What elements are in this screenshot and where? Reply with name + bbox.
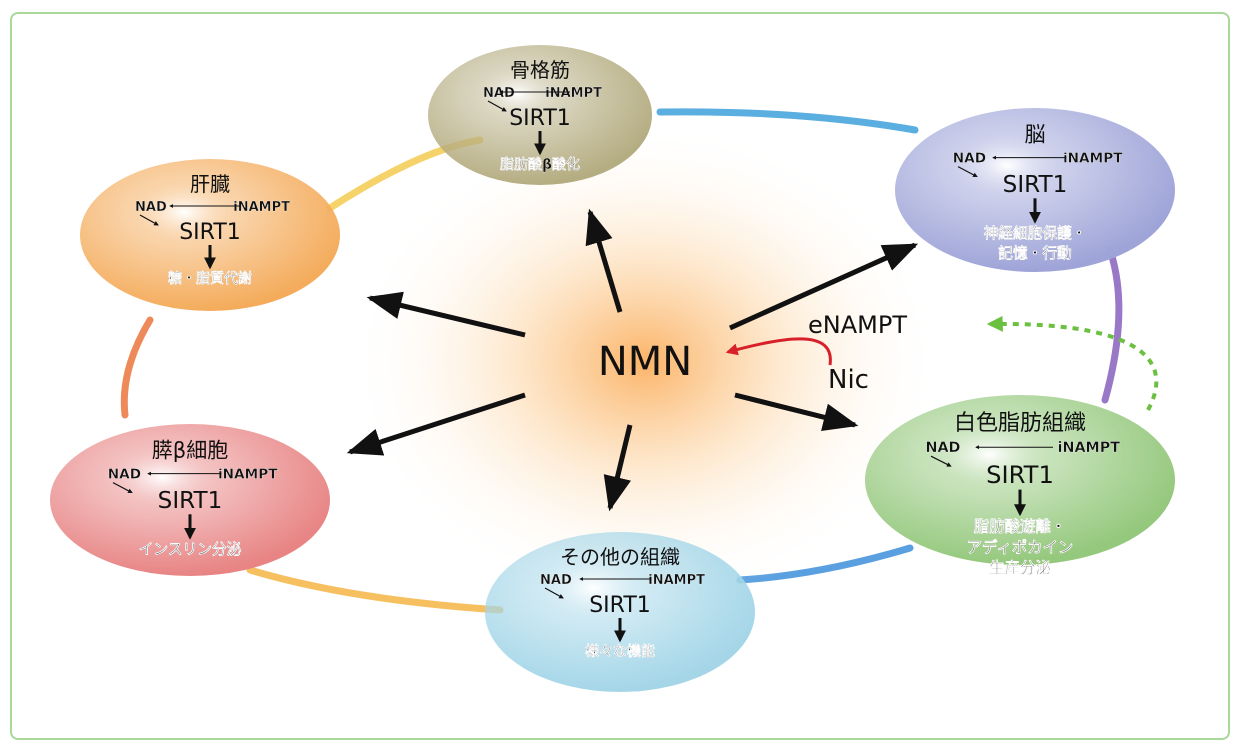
tissue-ellipse — [485, 532, 755, 692]
nmn-to-tissue-arrow — [603, 424, 633, 512]
tissue-ellipse — [895, 108, 1175, 272]
tissue-node-skeletal-muscle: 骨格筋 NAD iNAMPT SIRT1 脂肪酸β酸化 — [428, 45, 652, 185]
ring-segment — [120, 316, 154, 419]
tissue-title: その他の組織 — [560, 545, 680, 569]
effect-label: 糖・脂質代謝 — [168, 270, 252, 287]
ring-segment — [1101, 246, 1123, 404]
inampt-label: iNAMPT — [1063, 151, 1123, 167]
effect-label: 脂肪酸遊離・ — [974, 516, 1066, 535]
sirt1-label: SIRT1 — [158, 488, 223, 514]
nad-to-sirt1-arrow — [544, 587, 564, 599]
tissue-title: 脳 — [1025, 123, 1046, 147]
enampt-label: eNAMPT — [808, 311, 907, 339]
inampt-label: iNAMPT — [1058, 440, 1121, 456]
nic-to-nmn-arrow — [725, 337, 832, 366]
tissue-node-other-tissues: その他の組織 NAD iNAMPT SIRT1 様々な機能 — [485, 532, 755, 692]
effect-label: アディポカイン — [967, 537, 1074, 556]
effect-label: 記憶・行動 — [998, 244, 1072, 262]
tissue-node-liver: 肝臓 NAD iNAMPT SIRT1 糖・脂質代謝 — [80, 159, 340, 311]
nad-label: NAD — [926, 440, 961, 456]
nmn-to-tissue-arrow — [734, 392, 859, 431]
effect-label: 様々な機能 — [585, 643, 655, 660]
sirt1-label: SIRT1 — [179, 220, 241, 245]
tissue-title: 骨格筋 — [510, 58, 570, 82]
nad-to-sirt1-arrow — [139, 214, 159, 226]
nad-label: NAD — [483, 86, 515, 101]
tissue-title: 膵β細胞 — [152, 439, 228, 463]
nmn-to-tissue-arrow — [346, 392, 526, 456]
tissue-title: 肝臓 — [190, 172, 230, 196]
inampt-label: iNAMPT — [648, 573, 705, 588]
sirt1-label: SIRT1 — [1003, 172, 1068, 198]
nad-label: NAD — [135, 200, 167, 215]
sirt1-label: SIRT1 — [589, 593, 651, 618]
nmn-to-tissue-arrow — [585, 208, 623, 313]
tissue-node-pancreatic-beta: 膵β細胞 NAD iNAMPT SIRT1 インスリン分泌 — [50, 424, 330, 576]
nad-label: NAD — [108, 467, 141, 483]
inampt-label: iNAMPT — [233, 200, 290, 215]
effect-label: 生産分泌 — [989, 558, 1051, 577]
nmn-glow — [345, 122, 945, 602]
sirt1-label: SIRT1 — [986, 461, 1054, 489]
tissue-ellipse — [80, 159, 340, 311]
nmn-to-tissue-arrow — [366, 291, 526, 338]
nad-to-sirt1-arrow — [957, 166, 978, 178]
nic-label: Nic — [828, 365, 869, 395]
effect-label: 神経細胞保護・ — [984, 224, 1087, 242]
ring-segment — [246, 566, 504, 614]
tissue-ellipse — [50, 424, 330, 576]
tissue-ellipse — [865, 395, 1175, 565]
inampt-label: iNAMPT — [218, 467, 278, 483]
nad-to-sirt1-arrow — [930, 455, 952, 467]
nad-to-sirt1-arrow — [112, 482, 133, 494]
ring-segment — [656, 108, 919, 134]
tissue-title: 白色脂肪組織 — [954, 411, 1086, 436]
effect-label: 脂肪酸β酸化 — [499, 156, 580, 173]
sirt1-label: SIRT1 — [509, 106, 571, 131]
nmn-to-tissue-arrow — [728, 242, 919, 331]
nad-label: NAD — [540, 573, 572, 588]
inampt-label: iNAMPT — [545, 86, 602, 101]
effect-label: インスリン分泌 — [139, 540, 242, 558]
tissue-ellipse — [428, 45, 652, 185]
nad-to-sirt1-arrow — [487, 100, 507, 112]
adipose-to-enampt-dashed-arrow — [986, 315, 1159, 411]
nmn-label: NMN — [598, 339, 692, 385]
nad-label: NAD — [953, 151, 986, 167]
tissue-node-brain: 脳 NAD iNAMPT SIRT1 神経細胞保護・記憶・行動 — [895, 108, 1175, 272]
